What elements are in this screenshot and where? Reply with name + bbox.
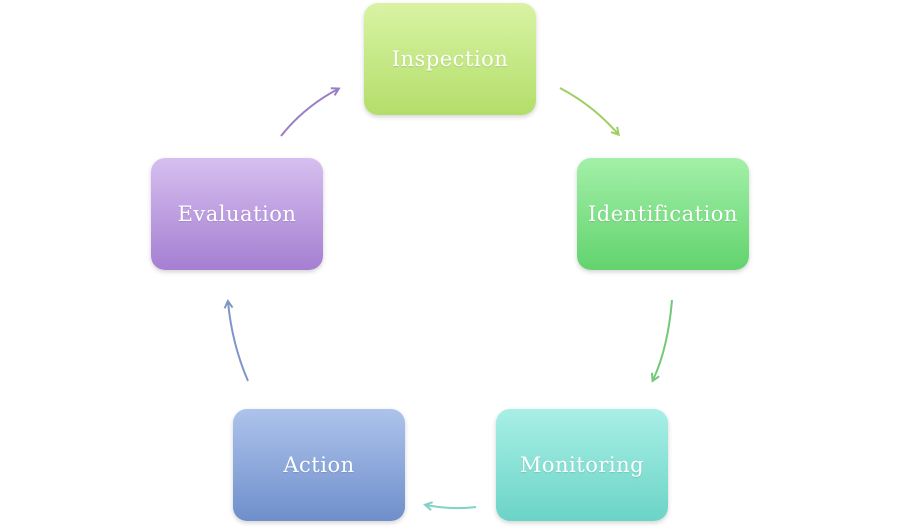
arrow-evaluation-to-inspection	[280, 89, 338, 137]
node-label-monitoring: Monitoring	[519, 453, 645, 477]
node-label-inspection: Inspection	[391, 47, 509, 71]
node-monitoring: Monitoring	[496, 409, 668, 521]
node-inspection: Inspection	[364, 3, 536, 115]
node-identification: Identification	[577, 158, 749, 270]
arrow-inspection-to-identification	[559, 87, 618, 134]
node-action: Action	[233, 409, 405, 521]
node-label-identification: Identification	[588, 202, 738, 226]
arrow-action-to-evaluation	[228, 302, 249, 382]
node-evaluation: Evaluation	[151, 158, 323, 270]
arrow-identification-to-monitoring	[653, 299, 673, 380]
arrow-monitoring-to-action	[426, 505, 477, 508]
node-label-evaluation: Evaluation	[177, 202, 297, 226]
node-label-action: Action	[283, 453, 355, 477]
